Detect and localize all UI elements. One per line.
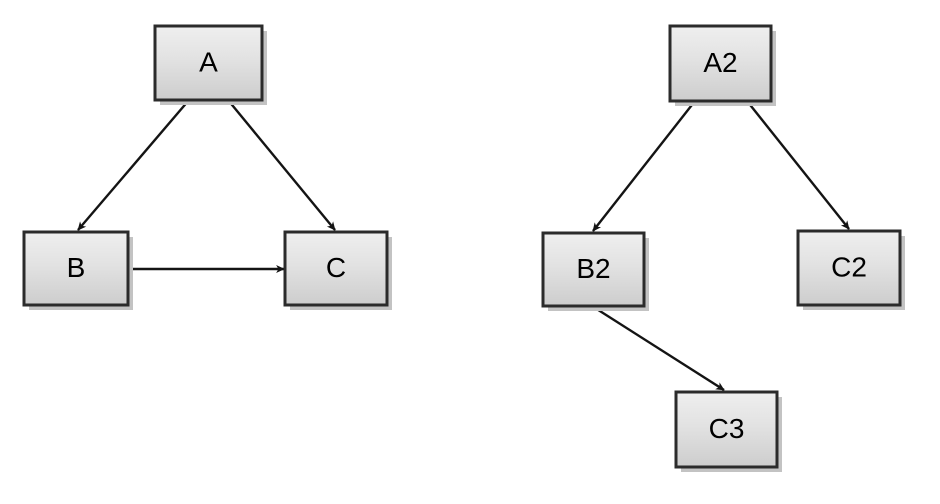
node-box-a[interactable] [153, 24, 264, 102]
node-box-b[interactable] [22, 230, 130, 307]
node-group-graph-left: A B C [22, 24, 392, 310]
node-box-c3[interactable] [674, 390, 779, 469]
node-a[interactable]: A [153, 24, 267, 105]
node-c[interactable]: C [283, 230, 392, 310]
edge-a-to-b[interactable] [77, 99, 190, 231]
node-box-c2[interactable] [796, 229, 902, 307]
edge-a-to-c[interactable] [227, 99, 336, 231]
edges-layer [77, 99, 850, 392]
edge-b2-to-c3[interactable] [591, 304, 725, 392]
node-b[interactable]: B [22, 230, 133, 310]
edge-a2-to-c2[interactable] [746, 100, 850, 230]
node-c2[interactable]: C2 [796, 229, 905, 310]
node-box-b2[interactable] [541, 231, 646, 308]
edge-group-graph-left [77, 99, 336, 274]
node-b2[interactable]: B2 [541, 231, 649, 311]
node-box-c[interactable] [283, 230, 389, 307]
node-c3[interactable]: C3 [674, 390, 782, 472]
edge-a2-to-b2[interactable] [592, 100, 696, 232]
node-a2[interactable]: A2 [668, 24, 776, 106]
node-box-a2[interactable] [668, 24, 773, 103]
edge-group-graph-right [591, 100, 850, 392]
